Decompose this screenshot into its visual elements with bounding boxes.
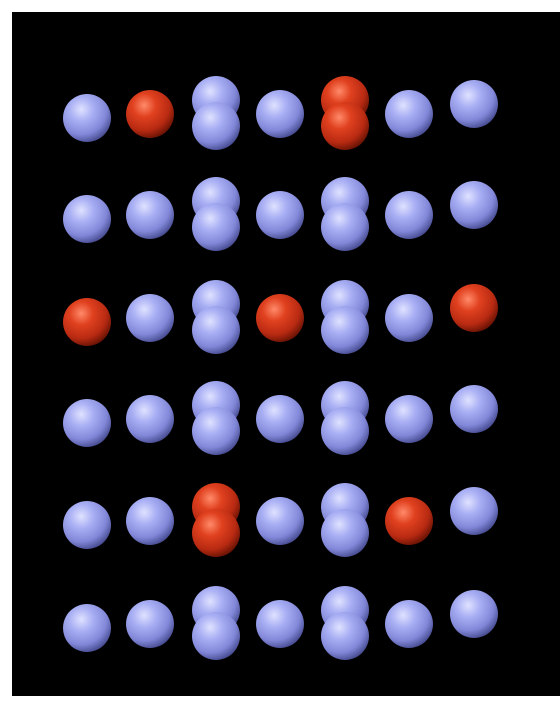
atom-blue-r1-c6-single: [385, 90, 433, 138]
atom-blue-r6-c4-single: [256, 600, 304, 648]
atom-blue-r2-c3-front: [192, 203, 240, 251]
atom-red-r5-c3-front: [192, 509, 240, 557]
atom-blue-r4-c5-front: [321, 407, 369, 455]
atom-blue-r3-c6-single: [385, 294, 433, 342]
atom-lattice: [63, 76, 498, 660]
atom-blue-r3-c5-front: [321, 306, 369, 354]
atom-blue-r4-c3-front: [192, 407, 240, 455]
atom-blue-r6-c3-front: [192, 612, 240, 660]
atom-blue-r3-c2-single: [126, 294, 174, 342]
atom-blue-r5-c7-single: [450, 487, 498, 535]
atom-red-r5-c6-single: [385, 497, 433, 545]
atom-blue-r4-c7-single: [450, 385, 498, 433]
atom-blue-r3-c3-front: [192, 306, 240, 354]
atom-red-r3-c1-single: [63, 298, 111, 346]
atom-blue-r4-c2-single: [126, 395, 174, 443]
atom-blue-r2-c7-single: [450, 181, 498, 229]
atom-blue-r6-c1-single: [63, 604, 111, 652]
atom-blue-r6-c6-single: [385, 600, 433, 648]
atom-blue-r4-c1-single: [63, 399, 111, 447]
atom-red-r3-c7-single: [450, 284, 498, 332]
atom-blue-r1-c7-single: [450, 80, 498, 128]
atom-blue-r1-c1-single: [63, 94, 111, 142]
atom-blue-r5-c5-front: [321, 509, 369, 557]
atom-blue-r6-c5-front: [321, 612, 369, 660]
atom-blue-r2-c4-single: [256, 191, 304, 239]
atom-blue-r5-c1-single: [63, 501, 111, 549]
atom-blue-r2-c5-front: [321, 203, 369, 251]
atom-blue-r6-c2-single: [126, 600, 174, 648]
atom-blue-r2-c6-single: [385, 191, 433, 239]
atom-blue-r6-c7-single: [450, 590, 498, 638]
molecular-viewport[interactable]: [12, 12, 560, 696]
atom-blue-r4-c6-single: [385, 395, 433, 443]
atom-blue-r4-c4-single: [256, 395, 304, 443]
atom-red-r3-c4-single: [256, 294, 304, 342]
atom-blue-r2-c1-single: [63, 195, 111, 243]
atom-blue-r5-c4-single: [256, 497, 304, 545]
atom-blue-r1-c4-single: [256, 90, 304, 138]
atom-blue-r1-c3-front: [192, 102, 240, 150]
atom-blue-r5-c2-single: [126, 497, 174, 545]
atom-red-r1-c2-single: [126, 90, 174, 138]
atom-red-r1-c5-front: [321, 102, 369, 150]
atom-blue-r2-c2-single: [126, 191, 174, 239]
